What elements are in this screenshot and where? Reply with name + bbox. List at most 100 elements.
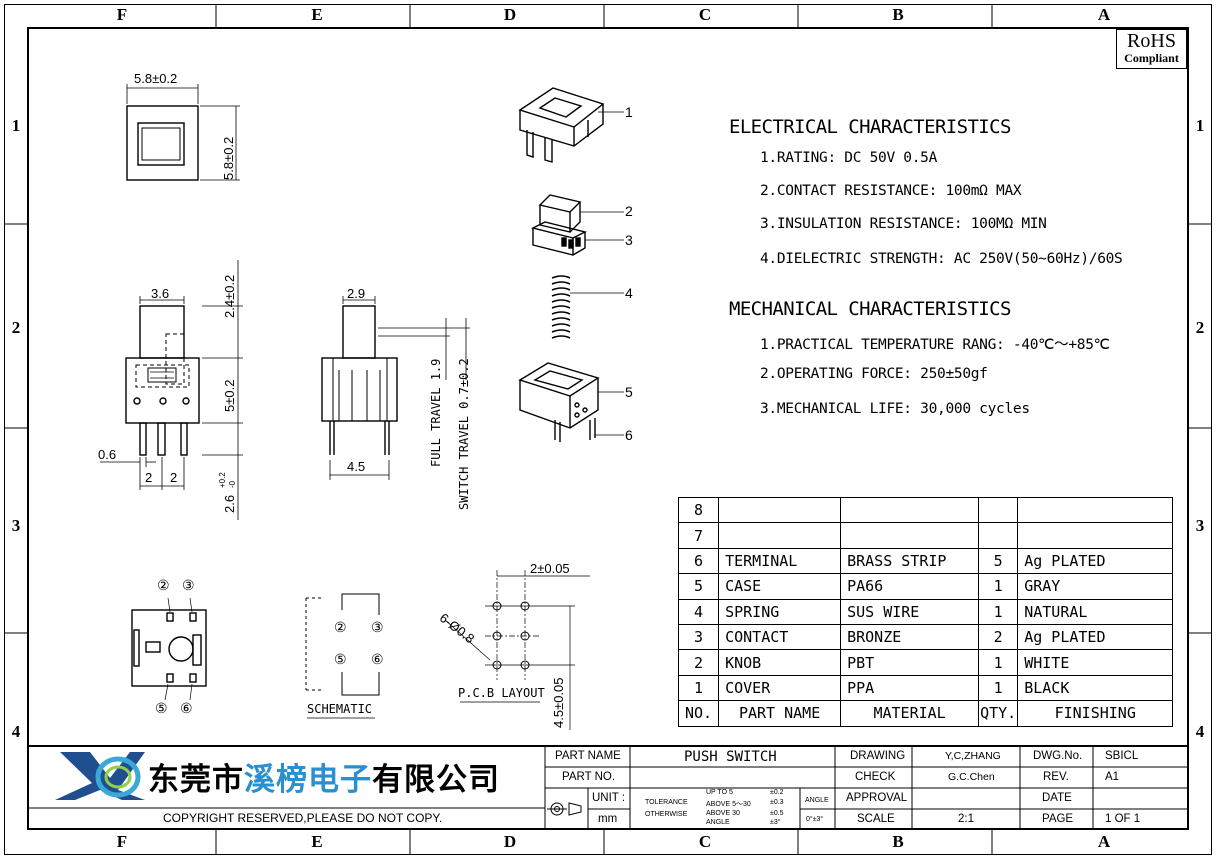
tb-unit-label: UNIT : (592, 792, 626, 804)
bom-row: 8 (677, 496, 1174, 524)
tb-page: 1 OF 1 (1105, 813, 1141, 825)
bom-cell-finish: Ag PLATED (1017, 623, 1174, 651)
rohs-title: RoHS (1127, 30, 1176, 52)
bom-cell-no: 3 (677, 623, 720, 651)
zone-2-left: 2 (11, 318, 21, 337)
tb-dwg-label: DWG.No. (1033, 750, 1083, 762)
bom-cell-material: PA66 (840, 573, 980, 600)
tb-part-name-label: PART NAME (555, 750, 621, 762)
sch-pin-2: ② (334, 619, 347, 635)
bom-cell-part: SPRING (718, 598, 842, 625)
tb-part-name: PUSH SWITCH (684, 749, 777, 765)
tb-tol-range-3: ABOVE 30 (706, 810, 740, 817)
zone-bottom-strip: F E D C B A (4, 831, 1212, 854)
bom-cell-qty (978, 522, 1019, 549)
pcb-layout (444, 570, 590, 730)
bom-cell-material: PPA (840, 674, 980, 702)
bom-header-material: MATERIAL (840, 700, 980, 727)
tb-tol-val-3: ±0.5 (770, 810, 784, 817)
sch-pin-3: ③ (371, 619, 384, 635)
tb-tol-range-2: ABOVE 5～30 (706, 801, 751, 808)
rohs-badge: RoHS Compliant (1116, 29, 1187, 69)
callout-6: 6 (625, 427, 633, 443)
bom-cell-qty: 1 (978, 649, 1019, 676)
tb-tol-val-2: ±0.3 (770, 799, 784, 806)
bottom-pin-5: ⑤ (155, 700, 168, 716)
top-view (126, 84, 240, 181)
rohs-compliant: Compliant (1124, 51, 1179, 65)
tb-angle-val: 0°±3° (806, 816, 824, 823)
dim-side-base: 4.5 (347, 459, 366, 474)
tb-check-label: CHECK (855, 771, 896, 783)
zone-3-right: 3 (1195, 516, 1205, 535)
bom-cell-no: 4 (677, 598, 720, 625)
bom-header-no: NO. (677, 700, 720, 727)
callout-1: 1 (625, 104, 633, 120)
zone-d-bottom: D (503, 832, 517, 851)
dim-front-width: 3.6 (151, 286, 170, 301)
dim-pcb-pitch: 2±0.05 (530, 561, 570, 576)
bom-cell-qty: 1 (978, 674, 1019, 702)
bom-cell-material: BRASS STRIP (840, 547, 980, 575)
tb-drawing-label: DRAWING (850, 750, 906, 762)
bom-cell-finish: NATURAL (1017, 598, 1174, 625)
dim-pin-pitch-2: 2 (170, 470, 178, 485)
electrical-item-4: 4.DIELECTRIC STRENGTH: AC 250V(50~60Hz)/… (760, 251, 1123, 267)
tb-page-label: PAGE (1042, 813, 1074, 825)
callout-5: 5 (625, 384, 633, 400)
tb-rev: A1 (1105, 771, 1120, 783)
bom-row: 7 (677, 522, 1174, 549)
tb-tol-val-1: ±0.2 (770, 789, 784, 796)
zone-4-left: 4 (11, 722, 21, 741)
mechanical-title: MECHANICAL CHARACTERISTICS (729, 298, 1011, 320)
drawing-frame (27, 27, 1189, 830)
outer-frame (4, 4, 1212, 855)
tb-tol-range-4: ANGLE (706, 819, 730, 826)
tb-dwg: SBICL (1105, 750, 1139, 762)
mechanical-item-1: 1.PRACTICAL TEMPERATURE RANG: -40℃～+85℃ (760, 337, 1110, 353)
bom-header-finish: FINISHING (1017, 700, 1174, 727)
bom-cell-material (840, 522, 980, 549)
schematic-view (305, 593, 380, 696)
bom-header-qty: QTY. (978, 700, 1019, 727)
tb-tol-range-1: UP TO 5 (706, 789, 733, 796)
dim-side-width: 2.9 (347, 286, 366, 301)
sch-pin-5: ⑤ (334, 651, 347, 667)
electrical-item-2: 2.CONTACT RESISTANCE: 100mΩ MAX (760, 183, 1022, 199)
tb-drawing: Y,C,ZHANG (945, 750, 1001, 762)
zone-1-left: 1 (11, 116, 21, 135)
zone-2-right: 2 (1195, 318, 1205, 337)
bom-cell-qty: 1 (978, 573, 1019, 600)
bom-cell-finish: GRAY (1017, 573, 1174, 600)
bom-cell-no: 2 (677, 649, 720, 676)
bom-cell-material (840, 496, 980, 524)
bottom-view (131, 597, 207, 701)
pcb-label: P.C.B LAYOUT (458, 686, 545, 700)
tb-scale-label: SCALE (857, 813, 895, 825)
tb-tol-val-4: ±3° (770, 819, 781, 826)
tb-rev-label: REV. (1043, 771, 1069, 783)
tb-tol-label-1: TOLERANCE (645, 799, 688, 806)
zone-a-bottom: A (1097, 832, 1111, 851)
bom-cell-qty: 1 (978, 598, 1019, 625)
bom-cell-qty (978, 496, 1019, 524)
bottom-pin-6: ⑥ (180, 700, 193, 716)
front-view (100, 260, 243, 520)
company-name: 东莞市溪榜电子有限公司 (148, 754, 500, 799)
electrical-title: ELECTRICAL CHARACTERISTICS (729, 116, 1011, 138)
dim-pin-width: 0.6 (98, 447, 117, 462)
bom-cell-part: CONTACT (718, 623, 842, 651)
zone-c-top: C (698, 5, 712, 24)
bom-header-row: NO. PART NAME MATERIAL QTY. FINISHING (677, 700, 1174, 727)
tb-part-no-label: PART NO. (562, 771, 616, 783)
bom-cell-part: COVER (718, 674, 842, 702)
zone-c-bottom: C (698, 832, 712, 851)
bottom-pin-2: ② (157, 577, 170, 593)
copyright: COPYRIGHT RESERVED,PLEASE DO NOT COPY. (163, 811, 443, 825)
zone-3-left: 3 (11, 516, 21, 535)
